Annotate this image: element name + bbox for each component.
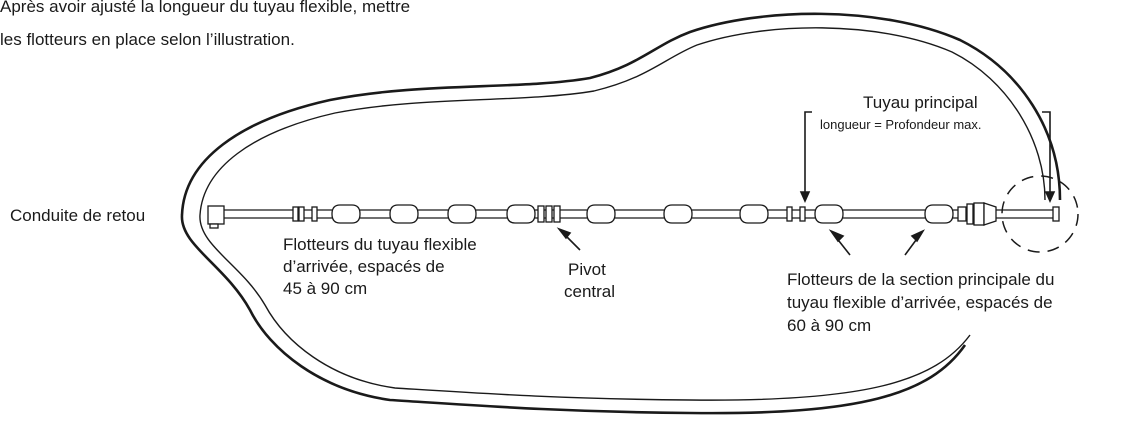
- label-main-hose-title: Tuyau principal: [863, 93, 978, 112]
- hose-float-group: [292, 204, 536, 224]
- label-main-hose-note: longueur = Profondeur max.: [820, 117, 982, 132]
- float: [924, 204, 954, 224]
- annotation-arrows: [556, 111, 1056, 256]
- label-main-floats-2: tuyau flexible d’arrivée, espacés de: [787, 293, 1053, 312]
- label-center-pivot-2: central: [564, 282, 616, 301]
- label-hose-floats-2: d’arrivée, espacés de: [283, 257, 445, 276]
- float: [739, 204, 769, 224]
- return-line-fitting: [207, 205, 225, 225]
- cleaner-head: [957, 202, 1060, 226]
- float: [447, 204, 477, 224]
- label-return-line: Conduite de retou: [10, 206, 146, 225]
- center-pivot-joint: [537, 205, 561, 223]
- float: [586, 204, 616, 224]
- instruction-line-2: les flotteurs en place selon l’illustrat…: [0, 30, 295, 49]
- label-hose-floats-1: Flotteurs du tuyau flexible: [283, 235, 477, 254]
- instruction-line-1: Après avoir ajusté la longueur du tuyau …: [0, 0, 411, 16]
- pool-outline-inner: [199, 27, 1046, 401]
- label-main-floats-3: 60 à 90 cm: [787, 316, 872, 335]
- float: [814, 204, 844, 224]
- float: [331, 204, 361, 224]
- label-main-floats-1: Flotteurs de la section principale du: [787, 270, 1055, 289]
- dashed-circle-highlight: [1001, 175, 1079, 253]
- float: [663, 204, 693, 224]
- label-hose-floats-3: 45 à 90 cm: [283, 279, 368, 298]
- label-center-pivot-1: Pivot: [568, 260, 606, 279]
- main-hose-float-group: [586, 204, 954, 224]
- pool-outline-outer: [180, 12, 1062, 415]
- hose-assembly: [207, 202, 1060, 229]
- float: [506, 204, 536, 224]
- float: [389, 204, 419, 224]
